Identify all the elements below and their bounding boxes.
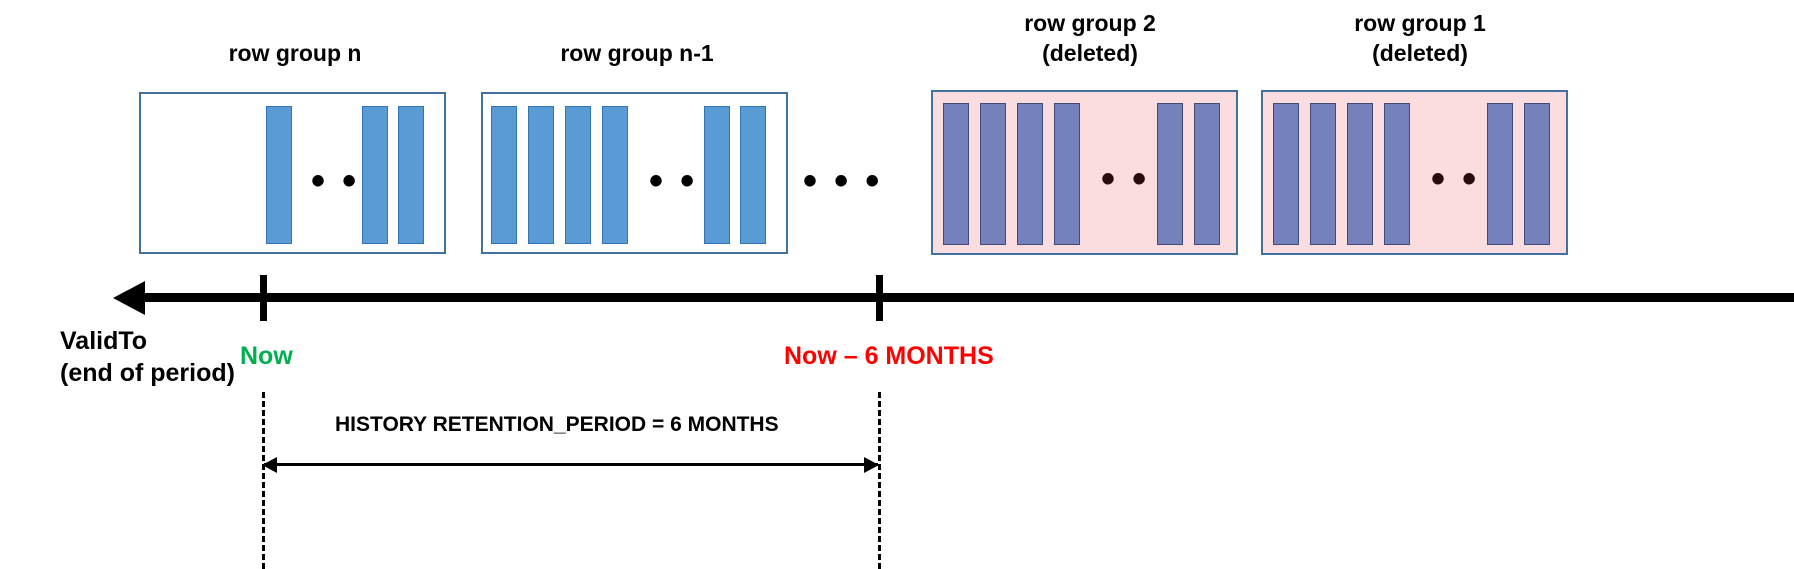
between-groups-ellipsis: • • • [803,159,883,203]
axis-tick-cutoff [876,275,883,321]
axis-tick-now [260,275,267,321]
label-cutoff: Now – 6 MONTHS [784,342,994,370]
axis-caption-validto: ValidTo (end of period) [60,327,235,387]
row-bar [1054,103,1080,245]
row-group-n-1-title: row group n-1 [560,40,714,66]
retention-guide-left [262,392,265,569]
row-bar [398,106,424,244]
axis-arrow-head [113,281,145,315]
row-group-2-title: row group 2 (deleted) [1024,10,1156,66]
axis-line [143,293,1794,302]
row-group-box-1: • • • [1261,90,1568,255]
row-bar [943,103,969,245]
row-group-n-title: row group n [228,40,362,66]
row-bar [1017,103,1043,245]
retention-span-line [264,463,878,466]
row-bar [980,103,1006,245]
row-bar [602,106,628,244]
row-bar [266,106,292,244]
row-bar [1273,103,1299,245]
row-bar [740,106,766,244]
row-bar [704,106,730,244]
row-group-1-title: row group 1 (deleted) [1354,10,1486,66]
row-bar [1157,103,1183,245]
row-bar [1310,103,1336,245]
retention-guide-right [878,392,881,569]
row-bar [1347,103,1373,245]
label-now: Now [240,342,293,370]
retention-period-label: HISTORY RETENTION_PERIOD = 6 MONTHS [335,413,779,436]
retention-arrow-right [864,457,879,473]
row-bar [1384,103,1410,245]
row-bar [1524,103,1550,245]
row-bar [1194,103,1220,245]
row-group-box-n-1: • • • [481,92,788,254]
row-bar [491,106,517,244]
row-bar [1487,103,1513,245]
row-group-box-n: • • • [139,92,446,254]
row-bar [362,106,388,244]
row-group-box-2: • • • [931,90,1238,255]
row-bar [528,106,554,244]
row-bar [565,106,591,244]
